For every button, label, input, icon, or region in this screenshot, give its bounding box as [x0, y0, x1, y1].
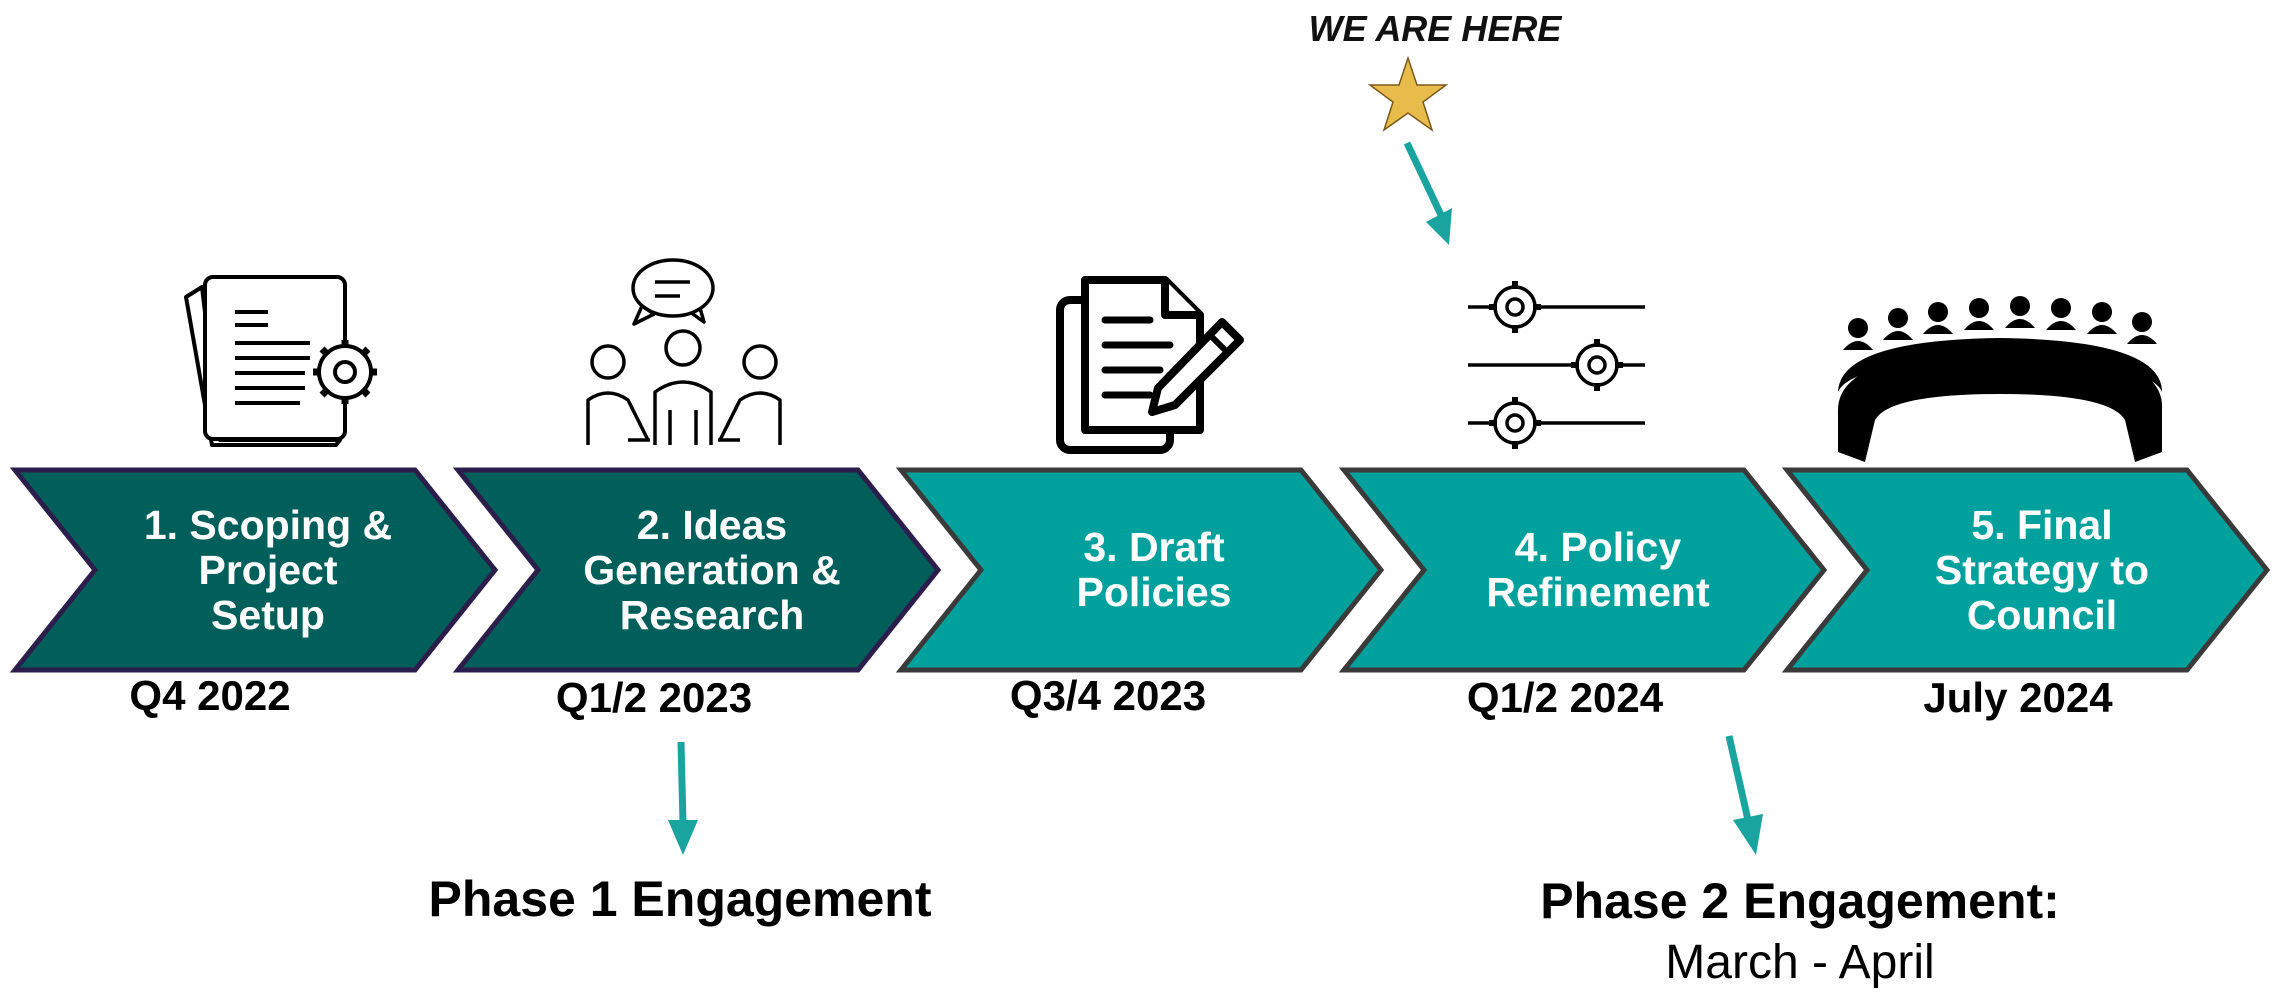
phase2-pointer-arrow [1725, 735, 1763, 855]
step-3-date: Q3/4 2023 [1009, 672, 1207, 719]
step-4-chevron [1338, 467, 1828, 673]
star-icon [1367, 55, 1449, 132]
gear-sliders-icon [1468, 281, 1645, 449]
step-1-date: Q4 2022 [129, 672, 291, 719]
discussion-group-icon [586, 258, 782, 445]
step-2-label: 2. Ideas Generation & Research [583, 501, 841, 638]
step-2-date: Q1/2 2023 [555, 674, 753, 721]
current-pointer-arrow [1403, 141, 1452, 245]
phase-2-title: Phase 2 Engagement: [1540, 873, 2060, 929]
step-2-chevron [452, 467, 942, 673]
step-1-label: 1. Scoping & Project Setup [143, 501, 393, 638]
we-are-here-label: WE ARE HERE [1308, 8, 1562, 49]
document-gear-icon [184, 275, 377, 447]
phase-1-title: Phase 1 Engagement [428, 871, 932, 927]
step-3-label: 3. Draft Policies [1076, 524, 1232, 615]
step-5-date: July 2024 [1923, 674, 2113, 721]
phase1-pointer-arrow [668, 741, 698, 855]
step-4-label: 4. Policy Refinement [1486, 524, 1710, 615]
step-3-chevron [895, 467, 1385, 673]
step-5-chevron [1781, 467, 2271, 673]
document-pen-icon [1056, 276, 1244, 454]
step-4-date: Q1/2 2024 [1466, 674, 1664, 721]
step-1-chevron [9, 467, 499, 673]
step-5-label: 5. Final Strategy to Council [1934, 501, 2150, 638]
phase-2-subtitle: March - April [1665, 936, 1935, 989]
council-chamber-icon [1838, 296, 2163, 462]
